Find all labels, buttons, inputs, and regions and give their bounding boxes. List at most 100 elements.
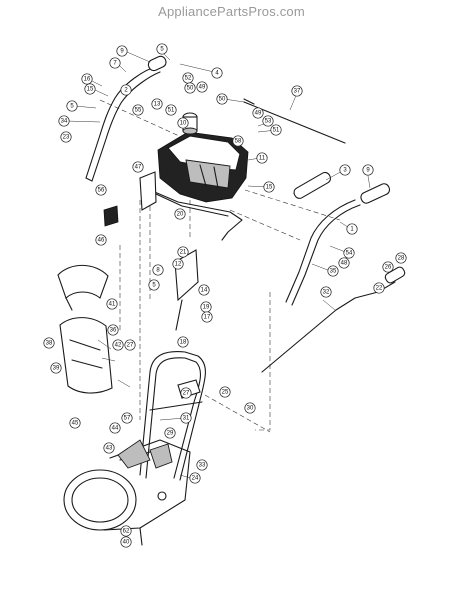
callout-balloon [164, 427, 176, 439]
callout-number: 1 [350, 226, 354, 232]
callout-number: 31 [183, 415, 190, 421]
callout-c9a: 9 [116, 45, 128, 57]
callout-balloon [232, 135, 244, 147]
callout-c8: 8 [152, 264, 164, 276]
callout-number: 58 [235, 138, 242, 144]
callout-c32: 32 [320, 286, 332, 298]
callout-balloon [109, 422, 121, 434]
callout-number: 43 [106, 445, 113, 451]
callout-balloon [174, 208, 186, 220]
callout-c5c: 5 [148, 279, 160, 291]
callout-number: 14 [201, 287, 208, 293]
callout-c27b: 27 [180, 387, 192, 399]
callout-c20: 20 [174, 208, 186, 220]
callout-c49a: 49 [196, 81, 208, 93]
callout-number: 16 [84, 76, 91, 82]
callout-c43: 43 [103, 442, 115, 454]
callout-number: 49 [255, 110, 262, 116]
callout-balloon [106, 298, 118, 310]
callout-number: 56 [98, 187, 105, 193]
callout-balloon [84, 83, 96, 95]
callout-c38: 38 [43, 337, 55, 349]
callout-balloon [177, 336, 189, 348]
callout-balloon [327, 265, 339, 277]
callout-number: 2 [124, 87, 128, 93]
watermark-text: AppliancePartsPros.com [158, 4, 305, 19]
callout-c49b: 49 [252, 107, 264, 119]
callout-number: 41 [109, 301, 116, 307]
callout-balloon [148, 279, 160, 291]
callout-number: 19 [203, 304, 210, 310]
callout-balloon [156, 43, 168, 55]
callout-number: 49 [199, 84, 206, 90]
callout-balloon [180, 387, 192, 399]
callout-c13: 13 [151, 98, 163, 110]
callout-c7: 7 [109, 57, 121, 69]
callout-balloon [120, 536, 132, 548]
callout-c44: 44 [109, 422, 121, 434]
callout-c22: 22 [373, 282, 385, 294]
callout-c35: 35 [327, 265, 339, 277]
callout-number: 21 [180, 249, 187, 255]
callout-c37: 37 [291, 85, 303, 97]
callout-number: 46 [98, 237, 105, 243]
callout-c14: 14 [198, 284, 210, 296]
callout-number: 29 [167, 430, 174, 436]
callout-c3: 3 [339, 164, 351, 176]
callout-number: 13 [154, 101, 161, 107]
callout-balloon [103, 442, 115, 454]
callout-c50b: 50 [216, 93, 228, 105]
callout-c4: 4 [211, 67, 223, 79]
callout-c27a: 27 [124, 339, 136, 351]
callout-balloon [219, 386, 231, 398]
callout-number: 22 [376, 285, 383, 291]
callout-number: 37 [294, 88, 301, 94]
callout-balloon [256, 152, 268, 164]
callout-c24: 24 [189, 472, 201, 484]
callout-balloon [252, 107, 264, 119]
callout-c19: 19 [200, 301, 212, 313]
callout-c39: 39 [50, 362, 62, 374]
callout-c2: 2 [120, 84, 132, 96]
callout-balloon [373, 282, 385, 294]
callout-balloon [270, 124, 282, 136]
callout-number: 28 [398, 255, 405, 261]
callout-c1: 1 [346, 223, 358, 235]
callout-balloon [165, 104, 177, 116]
callout-c5a: 5 [156, 43, 168, 55]
callout-number: 44 [112, 425, 119, 431]
callout-number: 32 [323, 289, 330, 295]
callout-balloon [291, 85, 303, 97]
callout-number: 53 [265, 118, 272, 124]
callout-balloon [116, 45, 128, 57]
callout-number: 15 [266, 184, 273, 190]
callout-balloon [189, 472, 201, 484]
callout-c16: 16 [81, 73, 93, 85]
callout-number: 45 [72, 420, 79, 426]
callout-balloon [132, 104, 144, 116]
callout-balloon [343, 247, 355, 259]
callout-c15: 15 [84, 83, 96, 95]
callout-number: 50 [187, 85, 194, 91]
callout-c29: 29 [164, 427, 176, 439]
callout-c30: 30 [244, 402, 256, 414]
callout-number: 12 [175, 261, 182, 267]
callout-number: 4 [215, 70, 219, 76]
callout-balloon [95, 234, 107, 246]
callout-balloon [320, 286, 332, 298]
callout-c52: 52 [182, 72, 194, 84]
callout-number: 30 [247, 405, 254, 411]
callout-balloon [180, 412, 192, 424]
callout-c28: 28 [395, 252, 407, 264]
callout-number: 34 [61, 118, 68, 124]
callout-balloon [339, 164, 351, 176]
callout-number: 3 [343, 167, 347, 173]
callout-number: 20 [177, 211, 184, 217]
callout-balloon [216, 93, 228, 105]
callout-balloon [50, 362, 62, 374]
callout-c15b: 15 [263, 181, 275, 193]
callout-c33: 33 [196, 459, 208, 471]
callout-number: 17 [204, 314, 211, 320]
callout-balloon [95, 184, 107, 196]
